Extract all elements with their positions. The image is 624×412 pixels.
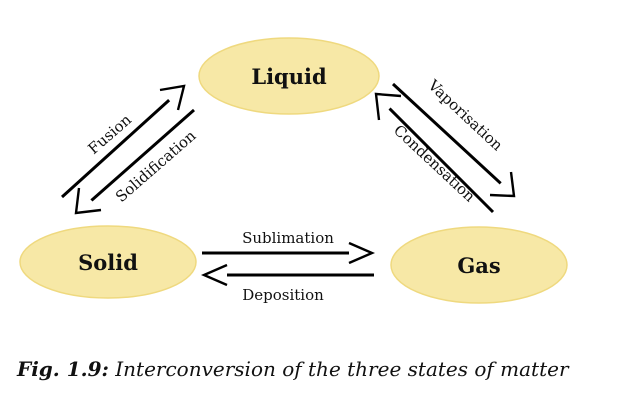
fusion-label: Fusion [84, 110, 135, 157]
figure-caption-text: Interconversion of the three states of m… [115, 357, 569, 381]
gas-node: Gas [390, 226, 568, 304]
deposition-label: Deposition [242, 286, 324, 304]
figure-caption: Fig. 1.9: Interconversion of the three s… [17, 357, 569, 381]
gas-label: Gas [457, 253, 500, 278]
vaporisation-arrow [391, 82, 516, 198]
deposition-arrow [200, 263, 374, 287]
condensation-arrow [374, 92, 495, 214]
vaporisation-label: Vaporisation [424, 76, 507, 155]
liquid-node: Liquid [198, 37, 380, 115]
sublimation-label: Sublimation [242, 229, 334, 247]
solid-label: Solid [78, 250, 138, 275]
fusion-arrow [60, 84, 186, 199]
sublimation-arrow [202, 241, 376, 265]
figure-number: Fig. 1.9: [17, 357, 109, 381]
solidification-arrow [74, 108, 195, 215]
liquid-label: Liquid [251, 64, 327, 89]
solid-node: Solid [19, 225, 197, 299]
condensation-label: Condensation [390, 121, 479, 206]
states-of-matter-diagram: Liquid Solid Gas Fusion Solidificati [19, 37, 568, 304]
